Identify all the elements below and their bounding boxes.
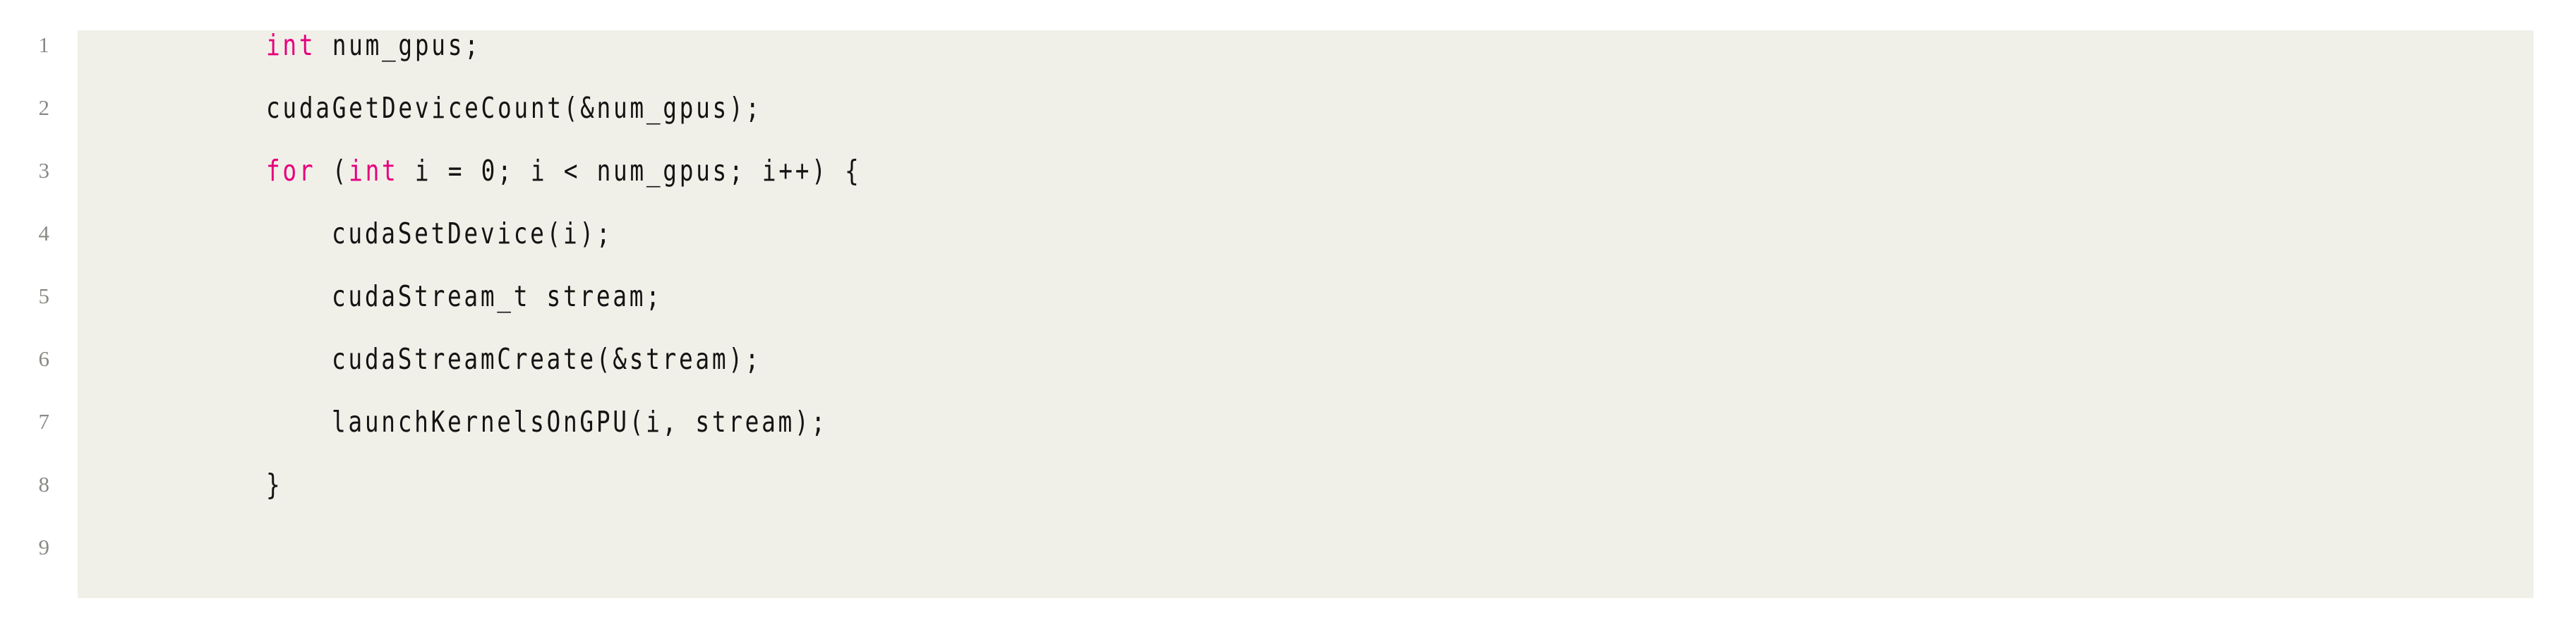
line-number-gutter: 1 2 3 4 5 6 7 8 9 [0, 30, 78, 598]
code-text: i = 0; i < num_gpus; i++) { [398, 154, 862, 188]
code-line: cudaStreamCreate(&stream); [332, 345, 762, 374]
code-line: launchKernelsOnGPU(i, stream); [332, 408, 828, 437]
code-text: cudaStreamCreate(&stream); [331, 342, 762, 376]
line-number: 4 [38, 221, 50, 245]
code-text: num_gpus; [315, 28, 481, 62]
code-line: for (int i = 0; i < num_gpus; i++) { [266, 157, 861, 186]
code-text: ( [315, 154, 349, 188]
line-number: 7 [38, 409, 50, 434]
line-number: 5 [38, 284, 50, 308]
line-number: 9 [38, 535, 50, 559]
code-line: cudaGetDeviceCount(&num_gpus); [266, 94, 762, 123]
code-keyword: for [266, 154, 316, 188]
code-line: int num_gpus; [266, 31, 481, 60]
code-keyword: int [266, 28, 316, 62]
code-block-background [78, 30, 2534, 598]
code-text: cudaStream_t stream; [331, 279, 663, 313]
code-line: cudaStream_t stream; [332, 282, 663, 311]
code-text: cudaSetDevice(i); [331, 217, 613, 250]
line-number: 3 [38, 158, 50, 183]
code-line: } [266, 470, 282, 499]
code-keyword: int [349, 154, 399, 188]
line-number: 2 [38, 95, 50, 120]
line-number: 8 [38, 472, 50, 497]
code-text: } [266, 468, 283, 502]
line-number: 6 [38, 346, 50, 371]
code-line: cudaSetDevice(i); [332, 219, 613, 248]
code-text: cudaGetDeviceCount(&num_gpus); [266, 91, 763, 125]
line-number: 1 [38, 32, 50, 57]
code-content: int num_gpus; cudaGetDeviceCount(&num_gpu… [78, 30, 2534, 598]
code-text: launchKernelsOnGPU(i, stream); [331, 405, 828, 439]
